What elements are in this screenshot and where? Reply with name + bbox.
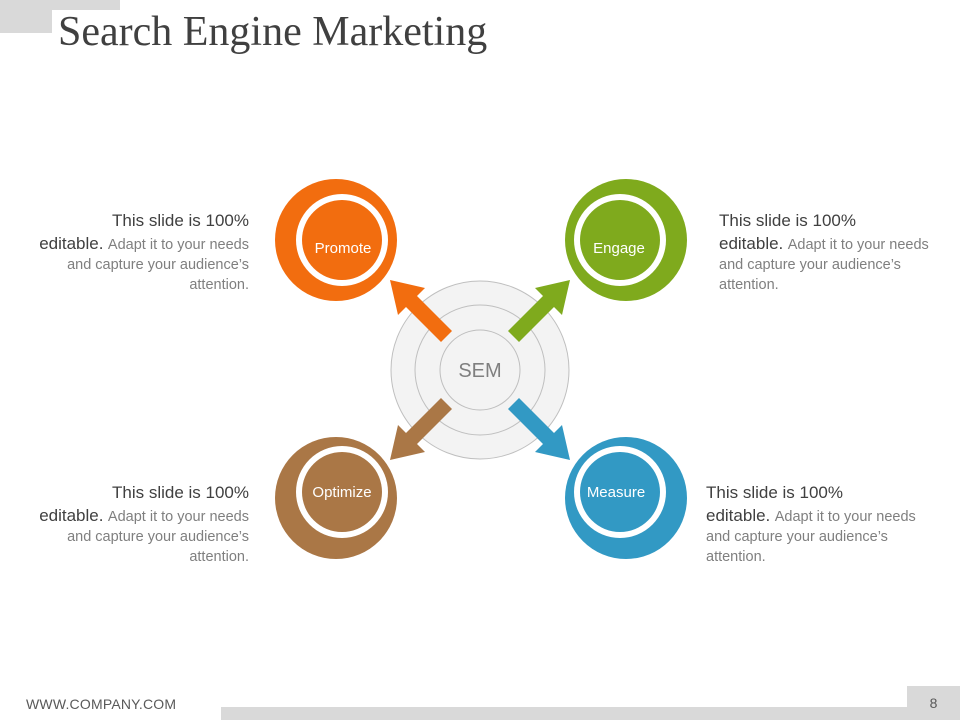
page-title: Search Engine Marketing: [58, 9, 488, 55]
page-number: 8: [929, 695, 938, 711]
node-engage: Engage: [565, 179, 687, 301]
text-body: editable. Adapt it to your needs and cap…: [29, 232, 249, 295]
node-promote: Promote: [275, 179, 397, 301]
text-lead-line: This slide is 100%: [719, 211, 857, 230]
arrow-optimize: [390, 398, 452, 460]
text-rest: Adapt it to your needs and capture your …: [67, 509, 249, 565]
text-lead-line: This slide is 100%: [111, 211, 249, 230]
node-promote-label: Promote: [315, 240, 372, 257]
text-rest: Adapt it to your needs and capture your …: [719, 237, 929, 293]
text-lead-word: editable.: [39, 234, 104, 253]
text-body: editable. Adapt it to your needs and cap…: [29, 504, 249, 567]
node-promote-core: [302, 200, 382, 280]
page-number-box: [907, 686, 960, 720]
center-ring-inner: [439, 329, 521, 411]
text-lead-word: editable.: [39, 506, 104, 525]
arrow-engage: [508, 280, 570, 342]
node-engage-label: Engage: [593, 240, 645, 257]
center-label: SEM: [458, 360, 501, 382]
footer-website: WWW.COMPANY.COM: [26, 696, 177, 712]
node-engage-core: [580, 200, 660, 280]
text-lead-word: editable.: [719, 234, 784, 253]
text-lead-word: editable.: [706, 506, 771, 525]
text-block-engage: This slide is 100% editable. Adapt it to…: [719, 209, 939, 295]
top-left-accent: [0, 0, 52, 33]
text-body: editable. Adapt it to your needs and cap…: [706, 504, 926, 567]
node-optimize-label: Optimize: [312, 484, 371, 501]
text-rest: Adapt it to your needs and capture your …: [706, 509, 916, 565]
node-measure: Measure: [565, 437, 687, 559]
text-block-promote: This slide is 100% editable. Adapt it to…: [29, 209, 249, 295]
arrow-measure: [508, 398, 570, 460]
text-lead-line: This slide is 100%: [706, 483, 844, 502]
node-measure-label: Measure: [587, 484, 645, 501]
arrow-promote: [390, 280, 452, 342]
footer-bar: [221, 707, 907, 720]
node-optimize-core: [302, 452, 382, 532]
text-block-measure: This slide is 100% editable. Adapt it to…: [706, 481, 926, 567]
text-block-optimize: This slide is 100% editable. Adapt it to…: [29, 481, 249, 567]
text-body: editable. Adapt it to your needs and cap…: [719, 232, 939, 295]
top-accent-bar: [52, 0, 120, 10]
text-rest: Adapt it to your needs and capture your …: [67, 237, 249, 293]
node-measure-core: [580, 452, 660, 532]
node-optimize: Optimize: [275, 437, 397, 559]
text-lead-line: This slide is 100%: [111, 483, 249, 502]
